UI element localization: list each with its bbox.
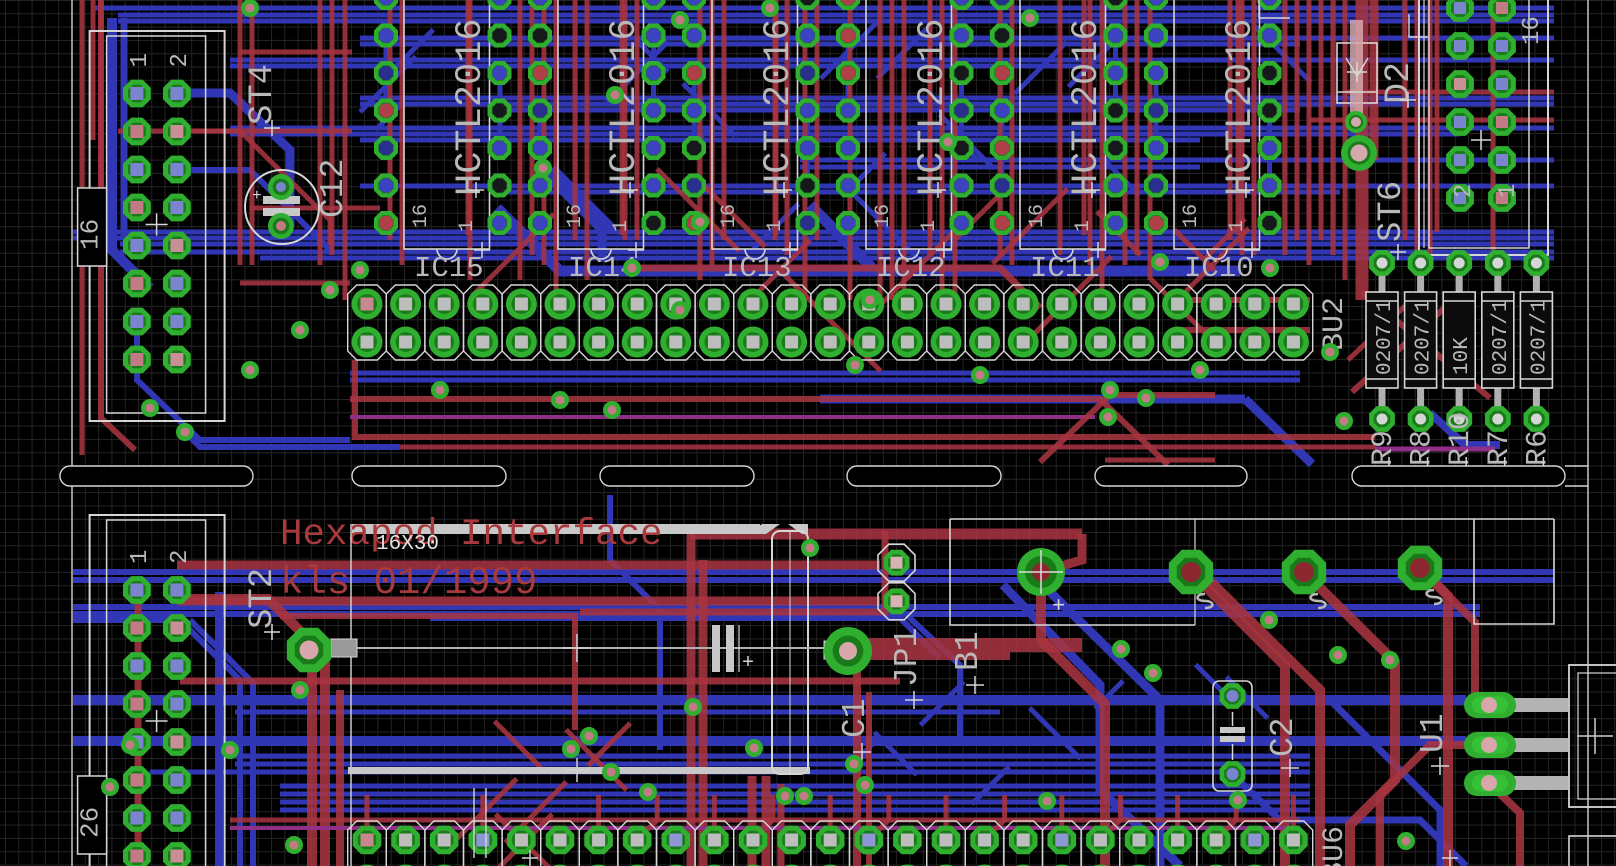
svg-text:IC13: IC13 [722,252,792,285]
svg-text:D2: D2 [1379,62,1419,104]
svg-text:16X30: 16X30 [376,533,439,556]
svg-text:1: 1 [456,220,479,232]
svg-text:0207/1: 0207/1 [1374,299,1397,375]
svg-text:16: 16 [1026,204,1049,228]
svg-text:1: 1 [918,220,941,232]
svg-text:10K: 10K [1451,337,1474,375]
svg-text:C12: C12 [315,159,352,218]
svg-text:kls 01/1999: kls 01/1999 [280,561,537,605]
svg-text:U1: U1 [1415,713,1452,753]
svg-text:C2: C2 [1265,717,1302,757]
svg-text:+: + [252,187,262,205]
svg-text:1: 1 [610,220,633,232]
svg-text:2: 2 [167,53,194,67]
svg-text:ST4: ST4 [244,64,282,125]
svg-text:+: + [1052,594,1065,619]
svg-text:26: 26 [76,807,106,838]
svg-text:Hexapod Interface: Hexapod Interface [280,514,663,556]
svg-text:IC12: IC12 [876,252,946,285]
svg-text:0207/1: 0207/1 [1528,299,1551,375]
svg-text:HCTL2016: HCTL2016 [758,18,800,196]
svg-text:16: 16 [410,204,433,228]
svg-text:C1: C1 [837,698,874,738]
svg-text:R10: R10 [1444,412,1478,466]
svg-text:BU6: BU6 [1318,826,1352,866]
svg-text:1: 1 [764,220,787,232]
svg-text:+: + [742,652,754,675]
svg-text:16: 16 [718,204,741,228]
svg-text:0207/1: 0207/1 [1413,299,1436,375]
svg-text:HCTL2016: HCTL2016 [1220,18,1262,196]
svg-text:0207/1: 0207/1 [1490,299,1513,375]
svg-text:IC15: IC15 [414,252,484,285]
svg-text:ST6: ST6 [1373,181,1411,242]
svg-text:2: 2 [167,550,194,564]
svg-text:1: 1 [1495,184,1522,198]
svg-text:B1: B1 [950,631,987,671]
svg-text:1: 1 [127,53,154,67]
svg-text:2: 2 [1451,184,1478,198]
svg-text:HCTL2016: HCTL2016 [604,18,646,196]
svg-text:JP1: JP1 [889,628,926,687]
svg-text:HCTL2016: HCTL2016 [912,18,954,196]
svg-text:1: 1 [1072,220,1095,232]
svg-text:R8: R8 [1406,430,1440,466]
svg-text:ST2: ST2 [244,568,282,629]
svg-text:BU2: BU2 [1318,297,1352,351]
svg-text:16: 16 [564,204,587,228]
svg-text:IC10: IC10 [1184,252,1254,285]
svg-text:R6: R6 [1521,430,1555,466]
svg-text:1: 1 [1226,220,1249,232]
svg-text:16: 16 [1519,16,1546,45]
svg-text:16: 16 [1180,204,1203,228]
svg-text:1: 1 [127,550,154,564]
svg-text:HCTL2016: HCTL2016 [1066,18,1108,196]
svg-text:R9: R9 [1367,430,1401,466]
svg-text:16: 16 [76,219,106,250]
svg-text:HCTL2016: HCTL2016 [450,18,492,196]
svg-text:16: 16 [872,204,895,228]
svg-text:IC11: IC11 [1030,252,1100,285]
svg-text:R7: R7 [1483,430,1517,466]
